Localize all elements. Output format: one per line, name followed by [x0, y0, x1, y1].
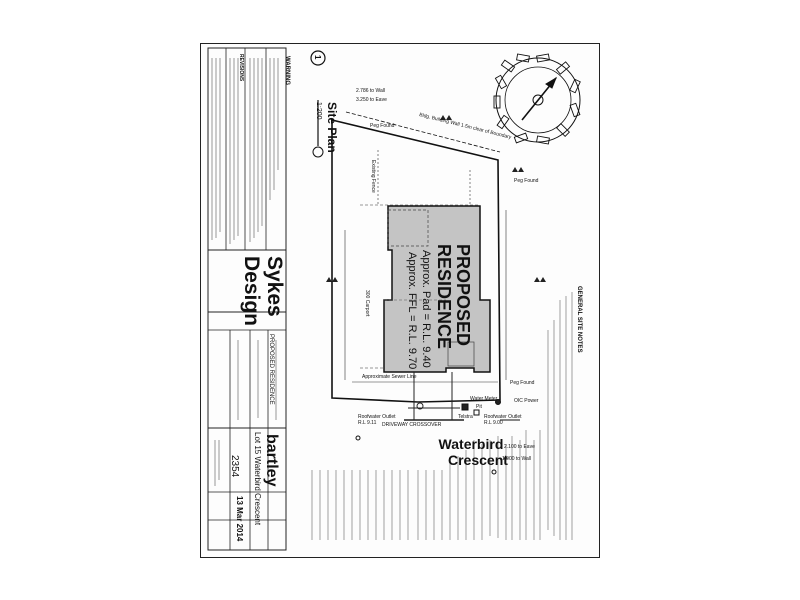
peg-found-2: Peg Found [514, 178, 539, 184]
roofwater-outlet-left-rl: R.L 9.11 [358, 420, 377, 426]
title-block [207, 47, 287, 551]
company-name-line2: Design [240, 256, 263, 327]
general-notes-lines [311, 292, 573, 540]
roofwater-outlet-right-rl: R.L 9.00 [484, 420, 503, 426]
roofwater-outlet-left-text: Roofwater Outlet [358, 414, 396, 420]
general-notes-heading: GENERAL SITE NOTES [576, 286, 582, 353]
client-name: bartley [263, 434, 280, 487]
telstra-label: Telstra [458, 414, 473, 420]
driveway [404, 372, 464, 421]
street-name-text: Waterbird Crescent [434, 436, 508, 468]
warning-heading: WARNING [284, 56, 290, 85]
street-name-line1: Waterbird [438, 436, 504, 452]
lot-address: Lot 15 Waterbird Crescent [253, 432, 262, 526]
sewer-label: Approximate Sewer Line [362, 374, 417, 380]
roofwater-outlet-left: Roofwater Outlet R.L 9.11 [358, 414, 396, 426]
roofwater-outlet-right: Roofwater Outlet R.L 9.00 [484, 414, 522, 426]
plan-number-bubble [310, 50, 326, 158]
job-number: 2354 [229, 455, 240, 478]
residence-label-line1: PROPOSED [453, 244, 473, 347]
pit-label: Pit [476, 404, 482, 410]
street-name-line2: Crescent [448, 452, 508, 468]
proposed-residence-footprint [383, 205, 491, 373]
plan-title: Site Plan 1:200 [312, 102, 339, 153]
water-meter-label: Water Meter [470, 396, 498, 402]
company-name: Sykes Design [240, 256, 286, 326]
residence-label: PROPOSED RESIDENCE [434, 244, 473, 350]
roofwater-outlet-right-text: Roofwater Outlet [484, 414, 522, 420]
lot-boundary [331, 111, 501, 403]
peg-found-3: Peg Found [510, 380, 535, 386]
to-wall-top: 2.786 to Wall [356, 88, 385, 94]
residence-label-line2: RESIDENCE [434, 244, 454, 350]
drawing-date: 13 Mar 2014 [235, 496, 244, 542]
compass-rose-icon [493, 53, 581, 145]
plan-title-text: Site Plan [325, 102, 339, 153]
company-name-line1: Sykes [263, 256, 286, 317]
driveway-label: DRIVEWAY CROSSOVER [382, 422, 442, 428]
to-wall-bottom: 1.900 to Wall [502, 456, 531, 462]
existing-fence-label: Existing Fence [370, 160, 376, 193]
plan-number: 1 [313, 55, 322, 60]
project-label: PROPOSED RESIDENCE [268, 334, 274, 405]
pad-level: Approx. Pad = R.L. 9.40 [420, 250, 432, 368]
vegetation-symbols [326, 115, 546, 282]
revision-heading: REVISIONS [238, 54, 244, 82]
carport-label: 300 Carport [364, 290, 370, 317]
peg-found-1: Peg Found [370, 123, 395, 129]
ffl-level: Approx. FFL = R.L. 9.70 [406, 252, 418, 370]
to-eave-bottom: 2.100 to Eave [504, 444, 535, 450]
service-points [355, 399, 520, 475]
title-block-note-lines [211, 58, 279, 486]
to-eave-top: 3.250 to Eave [356, 97, 387, 103]
plan-scale: 1:200 [315, 102, 322, 120]
power-label: OIC Power [514, 398, 539, 404]
